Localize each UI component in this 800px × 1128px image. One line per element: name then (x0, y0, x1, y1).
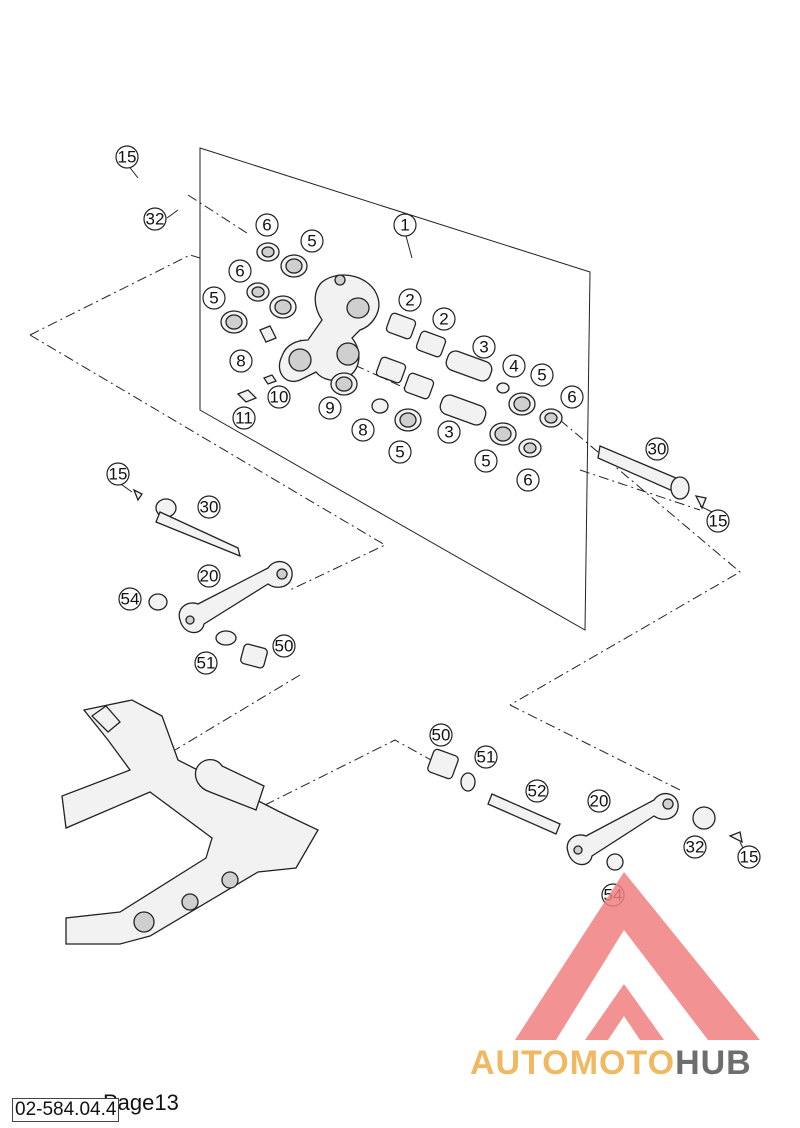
rocker-lever (278, 274, 380, 382)
svg-text:52: 52 (528, 782, 547, 801)
link-20-upper (148, 560, 293, 669)
svg-text:15: 15 (709, 512, 728, 531)
svg-text:15: 15 (118, 148, 137, 167)
svg-text:8: 8 (358, 421, 367, 440)
svg-text:51: 51 (477, 748, 496, 767)
svg-text:6: 6 (567, 388, 576, 407)
brand-part1: AUTOMOTO (470, 1044, 676, 1082)
svg-text:5: 5 (307, 232, 316, 251)
callout-11: 11 (232, 406, 256, 430)
svg-text:9: 9 (325, 399, 334, 418)
svg-text:50: 50 (275, 637, 294, 656)
callout-3a: 3 (472, 335, 496, 359)
callout-50b: 50 (429, 723, 453, 747)
callout-2a: 2 (398, 288, 422, 312)
svg-text:3: 3 (479, 338, 488, 357)
callout-20a: 20 (197, 564, 221, 588)
watermark-triangle (515, 872, 760, 1040)
svg-text:20: 20 (200, 567, 219, 586)
callout-30a: 30 (645, 437, 669, 461)
svg-text:5: 5 (209, 289, 218, 308)
callout-3b: 3 (437, 420, 461, 444)
callout-5c: 5 (530, 363, 554, 387)
svg-text:6: 6 (523, 471, 532, 490)
svg-text:15: 15 (740, 848, 759, 867)
callout-51a: 51 (194, 651, 218, 675)
callout-8a: 8 (229, 349, 253, 373)
svg-text:10: 10 (270, 388, 289, 407)
callout-15c: 15 (706, 509, 730, 533)
svg-text:5: 5 (481, 452, 490, 471)
watermark-logo (515, 872, 760, 1040)
svg-text:6: 6 (262, 216, 271, 235)
callout-32b: 32 (683, 835, 707, 859)
document-code: 02-584.04.4 (12, 1098, 120, 1122)
callout-50a: 50 (272, 634, 296, 658)
svg-text:30: 30 (648, 440, 667, 459)
callout-6d: 6 (516, 468, 540, 492)
callout-5a: 5 (300, 229, 324, 253)
svg-text:30: 30 (200, 498, 219, 517)
bolt-30-left (132, 488, 241, 558)
bolt-30-upper (597, 445, 707, 510)
watermark-inner (585, 984, 664, 1040)
callout-5b: 5 (202, 286, 226, 310)
svg-text:5: 5 (537, 366, 546, 385)
callout-51b: 51 (474, 745, 498, 769)
callout-9: 9 (318, 396, 342, 420)
callout-8b: 8 (351, 418, 375, 442)
callout-2b: 2 (432, 307, 456, 331)
callout-30b: 30 (197, 495, 221, 519)
callout-1: 1 (393, 213, 417, 237)
assembly-boundary (199, 147, 591, 631)
svg-text:3: 3 (444, 423, 453, 442)
callout-6a: 6 (255, 213, 279, 237)
svg-text:15: 15 (109, 465, 128, 484)
svg-text:2: 2 (439, 310, 448, 329)
callout-5e: 5 (474, 449, 498, 473)
callout-15b: 15 (106, 462, 130, 486)
callout-4: 4 (502, 354, 526, 378)
lower-parts (427, 748, 743, 871)
svg-text:1: 1 (400, 216, 409, 235)
svg-text:2: 2 (405, 291, 414, 310)
watermark-brand: AUTOMOTOHUB (470, 1044, 752, 1083)
svg-text:11: 11 (235, 409, 253, 428)
svg-text:51: 51 (197, 654, 216, 673)
svg-text:54: 54 (121, 590, 140, 609)
callout-52: 52 (525, 779, 549, 803)
callout-15a: 15 (115, 145, 139, 169)
svg-text:20: 20 (590, 792, 609, 811)
brand-part2: HUB (675, 1044, 752, 1082)
svg-text:32: 32 (686, 838, 705, 857)
callout-10: 10 (267, 385, 291, 409)
callout-20b: 20 (587, 789, 611, 813)
callout-5d: 5 (388, 440, 412, 464)
callout-6b: 6 (228, 259, 252, 283)
svg-text:8: 8 (236, 352, 245, 371)
svg-text:32: 32 (146, 210, 165, 229)
bearings-upper (220, 242, 563, 458)
svg-text:4: 4 (509, 357, 518, 376)
callout-15d: 15 (737, 845, 761, 869)
svg-text:6: 6 (235, 262, 244, 281)
swingarm-frame (61, 699, 319, 945)
callout-32a: 32 (143, 207, 167, 231)
svg-text:5: 5 (395, 443, 404, 462)
callout-54a: 54 (118, 587, 142, 611)
callout-6c: 6 (560, 385, 584, 409)
svg-text:50: 50 (432, 726, 451, 745)
